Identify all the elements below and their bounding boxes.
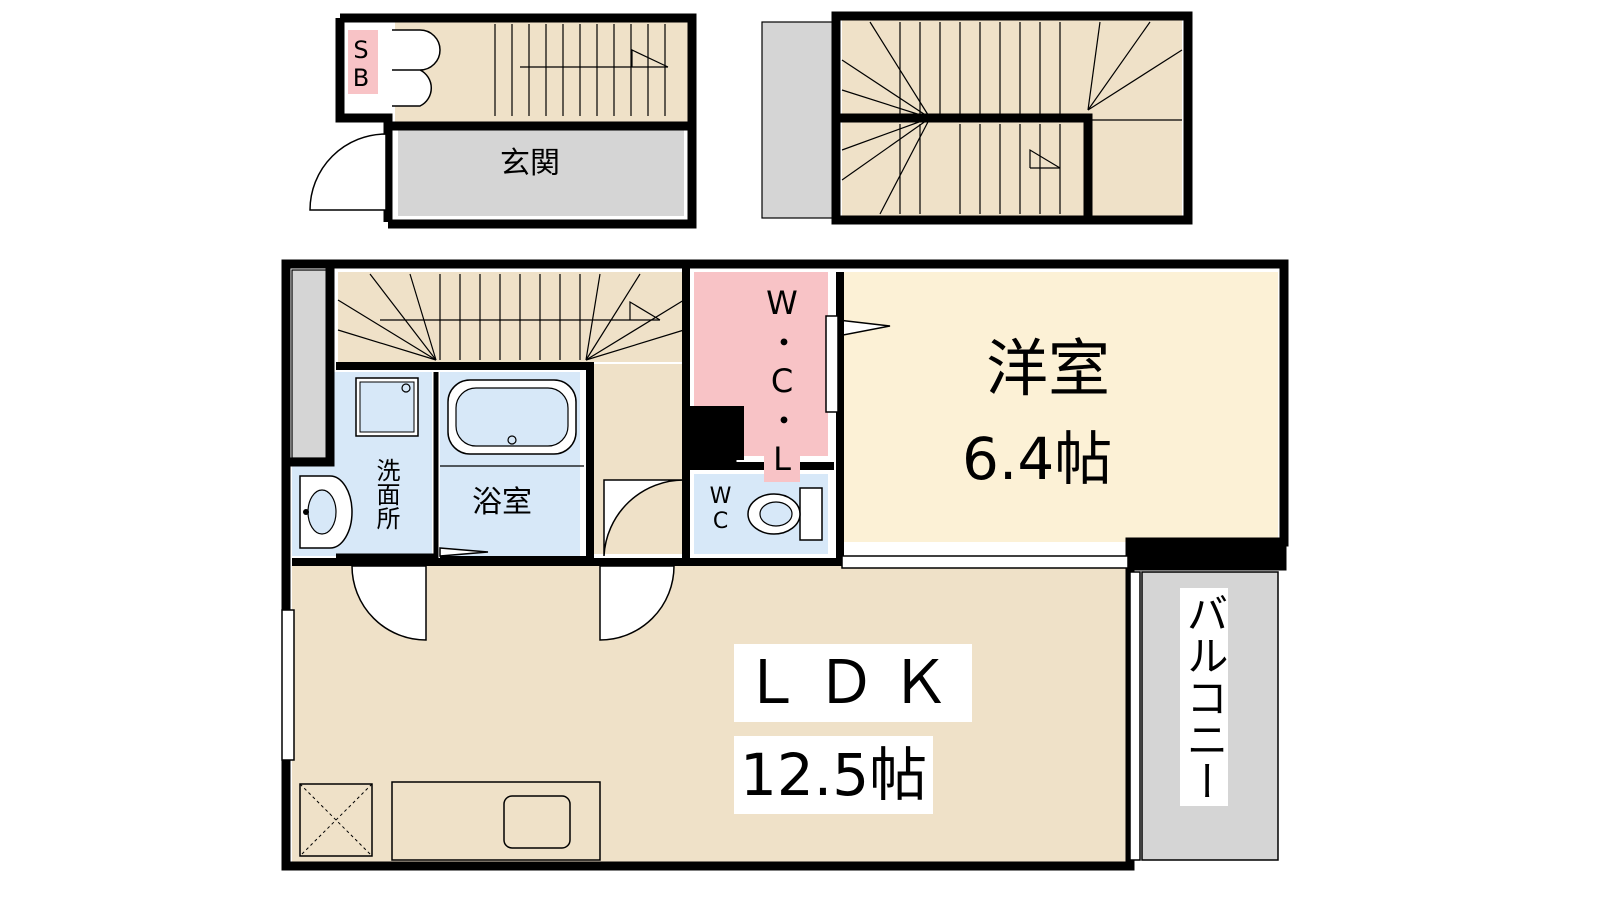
stair-treads-1: [494, 24, 669, 116]
stair-level: [761, 11, 1193, 225]
stair-void: [761, 21, 835, 219]
ldk-size: 12.5帖: [734, 736, 934, 814]
kitchen-sink: [503, 795, 571, 849]
shoe-box-label: SB: [347, 36, 375, 92]
genkan-label: 玄関: [498, 146, 562, 182]
entrance-walls: [335, 13, 697, 229]
walk-in-closet-label: W・C・L: [763, 284, 801, 482]
ldk-name: ＬＤＫ: [734, 644, 972, 722]
closet-door: [392, 29, 441, 107]
doors: [351, 319, 891, 641]
bathroom-label: 浴室: [470, 484, 534, 522]
stair-walls: [831, 11, 1193, 225]
washroom-label: 洗面所: [372, 458, 400, 530]
entrance-hall-floor: [395, 22, 688, 126]
balcony-label: バルコニー: [1180, 588, 1229, 806]
western-room-name: 洋室: [982, 330, 1115, 408]
toilet-tank: [799, 487, 823, 541]
wc-label: WC: [708, 484, 733, 534]
stair-hall-floor: [338, 272, 684, 362]
shoe-box: [348, 30, 378, 94]
stair-treads-2: [841, 21, 1183, 215]
western-room-size: 6.4帖: [958, 420, 1117, 498]
windows: [281, 315, 1141, 861]
walls: [281, 259, 1289, 871]
front-door: [309, 133, 387, 211]
stair-treads-3: [337, 273, 685, 361]
side-void: [291, 269, 329, 459]
